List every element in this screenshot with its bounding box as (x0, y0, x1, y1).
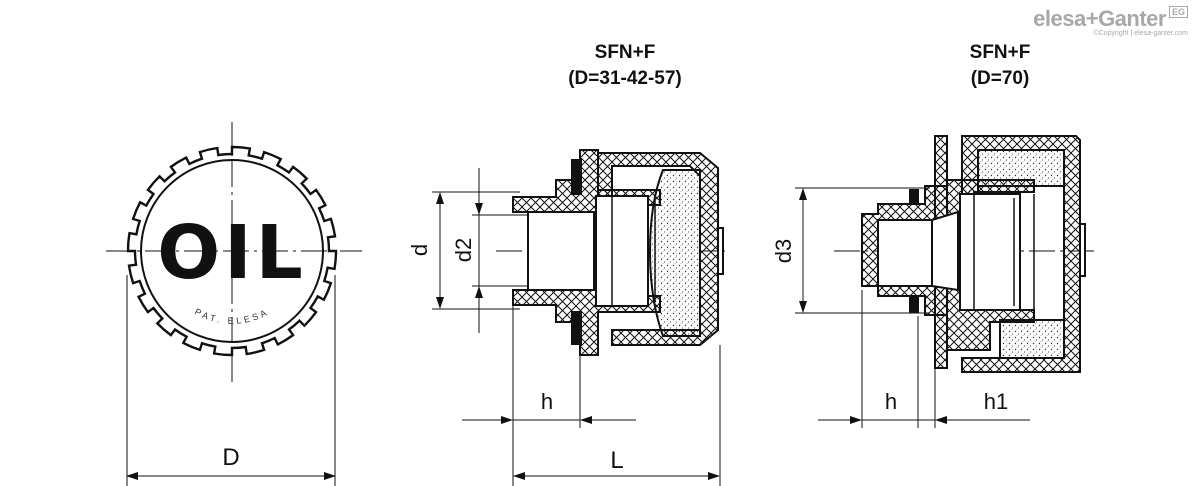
dim-d3-label: d3 (771, 239, 796, 263)
gasket-large-top (909, 189, 919, 205)
tip-small (717, 227, 724, 275)
dim-d2-label: d2 (451, 238, 476, 262)
view-title-left-line2: (D=31-42-57) (568, 68, 682, 89)
dim-D-label: D (222, 444, 239, 471)
gasket-large-bottom (909, 297, 919, 313)
front-inner-circle (140, 159, 324, 343)
brand-copyright: ©Copyright | elesa-ganter.com (1093, 30, 1188, 37)
gasket-small-top (571, 159, 582, 195)
view-title-right-line1: SFN+F (969, 42, 1031, 63)
valve-small (595, 195, 649, 307)
dim-h-left-label: h (541, 389, 553, 414)
dim-h1-label: h1 (984, 389, 1008, 414)
section-large (834, 135, 1098, 373)
bore-large (877, 219, 933, 287)
tip-large (1079, 223, 1086, 277)
valve-large (959, 193, 1021, 311)
view-title-right-line2: (D=70) (970, 68, 1030, 89)
dims-small (432, 168, 721, 486)
bore-large-taper (931, 210, 959, 292)
dim-d-label: d (407, 244, 432, 256)
bore-small (527, 211, 595, 291)
front-view: OIL PAT. ELESA (106, 122, 362, 486)
knurled-rim (126, 145, 338, 357)
knob-label: OIL (157, 210, 307, 296)
view-title-left-line1: SFN+F (594, 42, 656, 63)
dim-h-right-label: h (885, 389, 897, 414)
filter-element-large-bottom (999, 319, 1065, 359)
brand-badge: EG (1168, 6, 1188, 18)
brand-name: elesa+Ganter (1033, 6, 1166, 31)
dims-large (795, 187, 1030, 428)
view-title-left: SFN+F (D=31-42-57) (545, 40, 705, 92)
view-title-right: SFN+F (D=70) (930, 40, 1070, 92)
gasket-small-bottom (571, 311, 582, 345)
section-small (496, 149, 730, 356)
dim-L-label: L (610, 447, 623, 474)
